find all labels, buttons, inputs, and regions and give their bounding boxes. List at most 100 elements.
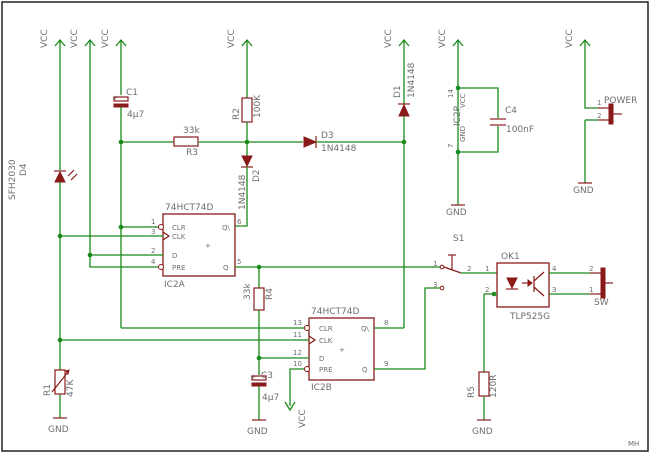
svg-text:GND: GND	[48, 425, 69, 435]
signature-text: MH	[628, 440, 639, 448]
c3-capacitor: C3 4µ7 +	[250, 371, 279, 420]
svg-text:+: +	[339, 346, 345, 354]
svg-text:D4: D4	[19, 163, 29, 176]
svg-text:1: 1	[151, 218, 155, 226]
svg-text:SFH2030: SFH2030	[8, 159, 18, 200]
svg-text:D2: D2	[252, 169, 262, 182]
svg-text:9: 9	[384, 360, 388, 368]
svg-text:1: 1	[589, 286, 593, 294]
svg-text:GND: GND	[459, 126, 467, 142]
svg-text:2: 2	[151, 247, 155, 255]
svg-text:R2: R2	[232, 108, 242, 120]
svg-text:C1: C1	[126, 88, 138, 98]
gnd-symbol-c4: GND	[446, 204, 467, 218]
svg-text:TLP525G: TLP525G	[509, 312, 550, 322]
svg-text:74HCT74D: 74HCT74D	[165, 203, 213, 213]
svg-text:VCC: VCC	[70, 29, 80, 48]
svg-text:POWER: POWER	[604, 96, 637, 106]
svg-text:+: +	[250, 373, 256, 381]
svg-text:C3: C3	[261, 371, 273, 381]
svg-text:VCC: VCC	[438, 29, 448, 48]
r1-resistor: R1 47K	[43, 369, 76, 418]
svg-text:IC2P: IC2P	[453, 105, 463, 126]
svg-text:12: 12	[293, 349, 302, 357]
svg-text:VCC: VCC	[565, 29, 575, 48]
svg-text:IC2B: IC2B	[311, 383, 332, 393]
sw-connector: 2 1 SW	[589, 265, 613, 308]
svg-text:74HCT74D: 74HCT74D	[311, 307, 359, 317]
svg-text:VCC: VCC	[101, 29, 111, 48]
svg-text:S1: S1	[453, 234, 464, 244]
d1-diode: D1 1N4148	[393, 52, 417, 328]
vcc-symbol-c4: VCC	[438, 29, 464, 52]
gnd-symbol-r1: GND	[48, 417, 69, 435]
svg-text:PRE: PRE	[319, 366, 333, 374]
svg-text:OK1: OK1	[501, 252, 520, 262]
svg-text:1: 1	[485, 265, 489, 273]
svg-text:2: 2	[589, 265, 593, 273]
svg-text:4: 4	[151, 258, 156, 266]
svg-text:33k: 33k	[183, 126, 200, 136]
svg-text:D: D	[172, 252, 177, 260]
svg-text:3: 3	[552, 286, 556, 294]
ic2a-flip-flop: CLR CLK D PRE Q\ Q + 1 3 2 4 6 5 74HCT74…	[60, 52, 440, 290]
svg-text:100nF: 100nF	[506, 125, 534, 135]
svg-text:C4: C4	[505, 106, 517, 116]
svg-text:47K: 47K	[66, 379, 76, 397]
svg-text:R1: R1	[43, 384, 53, 396]
svg-text:R3: R3	[186, 148, 198, 158]
r2-resistor: R2 100K	[232, 52, 263, 145]
svg-text:D3: D3	[321, 131, 334, 141]
d2-diode: 1N4148 D2	[235, 142, 262, 227]
svg-text:7: 7	[447, 144, 455, 148]
svg-text:VCC: VCC	[384, 29, 394, 48]
svg-text:CLK: CLK	[319, 337, 333, 345]
svg-text:Q\: Q\	[361, 325, 370, 333]
svg-text:13: 13	[293, 319, 302, 327]
svg-text:CLR: CLR	[319, 325, 333, 333]
r5-resistor: R5 120R	[467, 371, 499, 420]
svg-text:1N4148: 1N4148	[321, 144, 357, 154]
svg-text:120R: 120R	[489, 375, 499, 398]
svg-text:2: 2	[597, 112, 601, 120]
gnd-symbol-r5: GND	[472, 419, 493, 437]
vcc-symbol-power: VCC	[565, 29, 591, 52]
vcc-symbol-d1: VCC	[384, 29, 410, 52]
svg-text:4µ7: 4µ7	[262, 393, 279, 403]
svg-text:4: 4	[552, 265, 557, 273]
ic2b-flip-flop: CLR CLK D PRE Q\ Q + 13 11 12 10 8 9 74H…	[60, 287, 440, 428]
svg-text:VCC: VCC	[298, 409, 308, 428]
ok1-optocoupler: OK1 TLP525G 1 2 3 4	[483, 252, 590, 372]
svg-text:VCC: VCC	[459, 93, 467, 108]
vcc-symbol-r2: VCC	[227, 29, 253, 52]
s1-switch: S1 1 2 3	[433, 234, 497, 291]
svg-text:GND: GND	[573, 186, 594, 196]
svg-text:4µ7: 4µ7	[127, 110, 144, 120]
vcc-symbol-c1: VCC	[101, 29, 127, 52]
svg-text:11: 11	[293, 331, 302, 339]
svg-text:R5: R5	[467, 386, 477, 398]
svg-text:1N4148: 1N4148	[407, 62, 417, 98]
d3-diode: D3 1N4148	[303, 131, 407, 154]
vcc-symbol-d4: VCC	[40, 29, 66, 52]
svg-text:8: 8	[384, 319, 388, 327]
svg-text:IC2A: IC2A	[164, 280, 186, 290]
svg-text:1N4148: 1N4148	[238, 174, 248, 210]
svg-text:6: 6	[237, 218, 242, 226]
svg-text:CLK: CLK	[172, 233, 186, 241]
svg-text:GND: GND	[472, 427, 493, 437]
r3-resistor: 33k R3	[121, 126, 303, 158]
svg-text:10: 10	[293, 360, 302, 368]
svg-text:VCC: VCC	[227, 29, 237, 48]
svg-text:GND: GND	[446, 208, 467, 218]
svg-text:100K: 100K	[253, 94, 263, 118]
svg-text:SW: SW	[594, 298, 609, 308]
svg-text:+: +	[112, 94, 118, 102]
vcc-symbol-ic2a-pre: VCC	[70, 29, 96, 52]
svg-text:1: 1	[433, 260, 437, 268]
svg-text:D1: D1	[393, 85, 403, 98]
svg-text:D: D	[319, 355, 324, 363]
